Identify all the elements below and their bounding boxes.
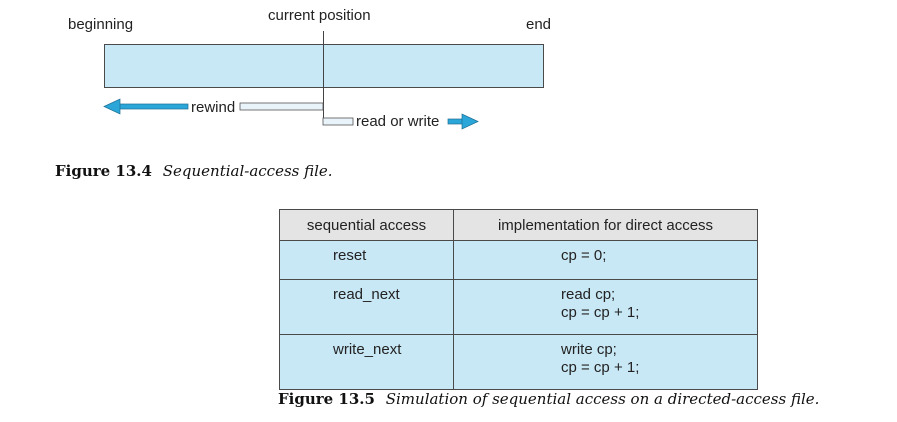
implementation-cell: cp = 0; xyxy=(453,240,758,280)
read-write-arrow-head xyxy=(461,113,479,130)
current-position-label: current position xyxy=(268,7,371,24)
rewind-label: rewind xyxy=(191,99,236,116)
operation-cell: write_next xyxy=(279,334,454,390)
implementation-line: read cp; xyxy=(561,286,616,303)
access-simulation-table: sequential access implementation for dir… xyxy=(279,209,758,390)
implementation-cell: write cp; cp = cp + 1; xyxy=(453,334,758,390)
rewind-trail xyxy=(239,102,324,111)
table-row: write_next write cp; cp = cp + 1; xyxy=(279,334,758,390)
table-row: reset cp = 0; xyxy=(279,240,758,280)
figure-13-4-number: Figure 13.4 xyxy=(55,162,152,180)
rewind-arrow-shaft xyxy=(117,103,189,110)
header-direct-access: implementation for direct access xyxy=(453,209,758,241)
figure-13-5-text: Simulation of sequential access on a dir… xyxy=(385,390,820,408)
direction-arrows xyxy=(103,98,479,130)
read-write-arrow-shaft xyxy=(447,118,465,125)
table-header-row: sequential access implementation for dir… xyxy=(279,209,758,241)
table-row: read_next read cp; cp = cp + 1; xyxy=(279,279,758,335)
beginning-label: beginning xyxy=(68,16,134,33)
figure-13-4-caption: Figure 13.4 Sequential-access file. xyxy=(55,162,333,180)
current-position-marker xyxy=(323,31,324,121)
operation-cell: read_next xyxy=(279,279,454,335)
implementation-line: cp = 0; xyxy=(561,247,607,264)
implementation-line: cp = cp + 1; xyxy=(561,304,640,321)
end-label: end xyxy=(526,16,552,33)
figure-13-4-text: Sequential-access file. xyxy=(162,162,333,180)
read-write-trail xyxy=(322,117,354,126)
figure-13-5-caption: Figure 13.5 Simulation of sequential acc… xyxy=(278,390,819,408)
file-bar xyxy=(104,44,544,88)
figure-13-5-number: Figure 13.5 xyxy=(278,390,375,408)
implementation-cell: read cp; cp = cp + 1; xyxy=(453,279,758,335)
rewind-arrow-head xyxy=(103,98,121,115)
implementation-line: cp = cp + 1; xyxy=(561,359,640,376)
operation-cell: reset xyxy=(279,240,454,280)
header-sequential-access: sequential access xyxy=(279,209,454,241)
implementation-line: write cp; xyxy=(561,341,617,358)
read-or-write-label: read or write xyxy=(356,113,440,130)
